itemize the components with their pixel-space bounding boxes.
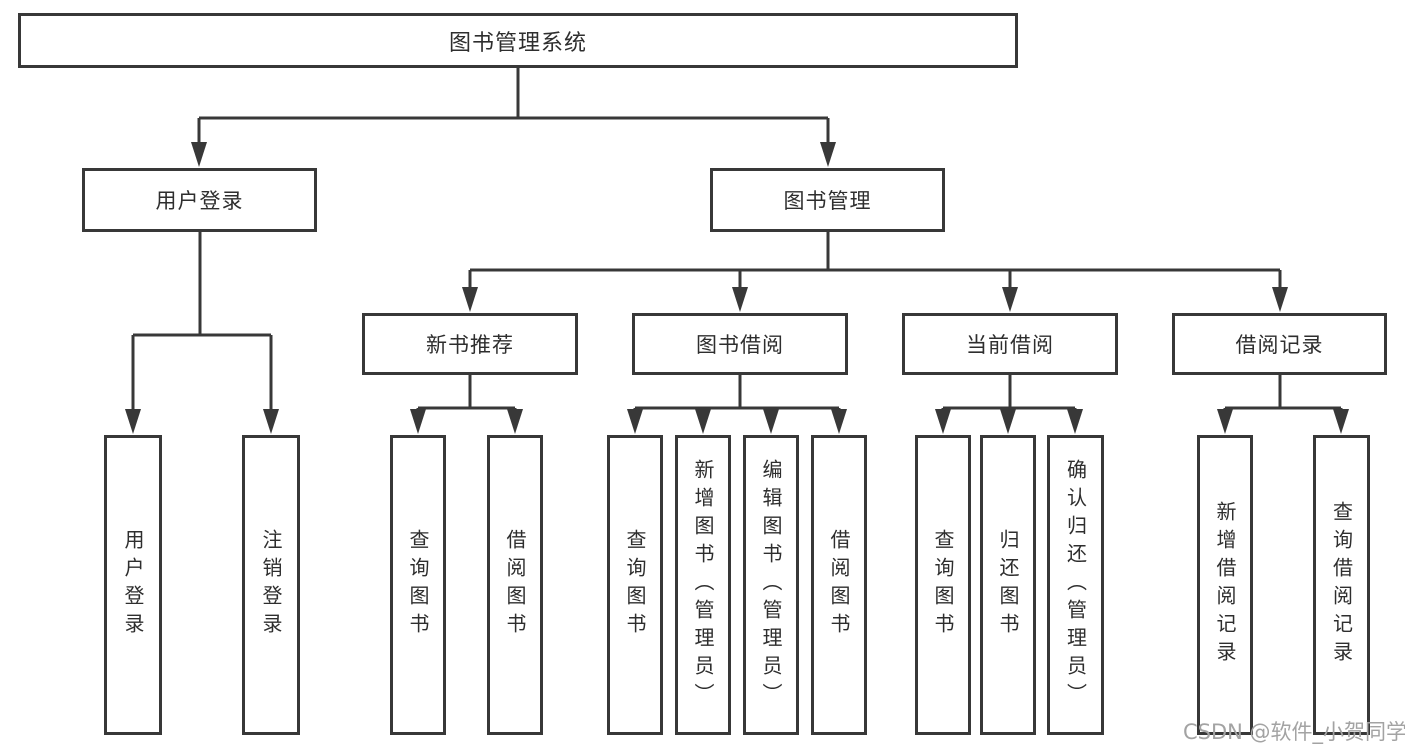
leaf-edit-book-admin-label: 编辑图书（管理员）: [759, 459, 783, 711]
leaf-borrow-books-recommend-label: 借阅图书: [503, 529, 527, 641]
node-user-login: 用户登录: [82, 168, 317, 232]
leaf-borrow-books: 借阅图书: [811, 435, 867, 735]
node-borrow-records-label: 借阅记录: [1235, 333, 1324, 357]
leaf-confirm-return-admin: 确认归还（管理员）: [1047, 435, 1104, 735]
leaf-query-books-recommend: 查询图书: [390, 435, 446, 735]
leaf-query-books-borrow: 查询图书: [607, 435, 663, 735]
leaf-user-login: 用户登录: [104, 435, 162, 735]
leaf-add-borrow-record-label: 新增借阅记录: [1213, 501, 1237, 669]
node-new-book-recommend: 新书推荐: [362, 313, 578, 375]
leaf-query-books-current: 查询图书: [915, 435, 971, 735]
watermark: CSDN @软件_小贺同学: [1183, 720, 1405, 744]
leaf-user-login-label: 用户登录: [121, 529, 145, 641]
node-book-management-label: 图书管理: [783, 189, 872, 213]
leaf-query-borrow-record: 查询借阅记录: [1313, 435, 1370, 735]
leaf-query-books-borrow-label: 查询图书: [623, 529, 647, 641]
leaf-confirm-return-admin-label: 确认归还（管理员）: [1063, 459, 1088, 711]
leaf-borrow-books-recommend: 借阅图书: [487, 435, 543, 735]
leaf-borrow-books-label: 借阅图书: [827, 529, 851, 641]
leaf-edit-book-admin: 编辑图书（管理员）: [743, 435, 799, 735]
node-current-borrow: 当前借阅: [902, 313, 1118, 375]
leaf-add-book-admin-label: 新增图书（管理员）: [691, 459, 715, 711]
node-current-borrow-label: 当前借阅: [966, 333, 1054, 357]
leaf-query-books-current-label: 查询图书: [931, 529, 955, 641]
leaf-query-books-recommend-label: 查询图书: [406, 529, 430, 641]
node-borrow-records: 借阅记录: [1172, 313, 1387, 375]
leaf-logout: 注销登录: [242, 435, 300, 735]
node-user-login-label: 用户登录: [155, 189, 244, 213]
leaf-add-book-admin: 新增图书（管理员）: [675, 435, 731, 735]
leaf-return-books: 归还图书: [980, 435, 1036, 735]
leaf-add-borrow-record: 新增借阅记录: [1197, 435, 1253, 735]
node-book-borrow-label: 图书借阅: [696, 333, 784, 357]
node-book-management: 图书管理: [710, 168, 945, 232]
node-new-book-recommend-label: 新书推荐: [426, 333, 514, 357]
leaf-return-books-label: 归还图书: [996, 529, 1020, 641]
leaf-query-borrow-record-label: 查询借阅记录: [1329, 501, 1354, 669]
node-book-borrow: 图书借阅: [632, 313, 848, 375]
node-library-system: 图书管理系统: [18, 13, 1018, 68]
node-library-system-label: 图书管理系统: [448, 30, 587, 56]
leaf-logout-label: 注销登录: [259, 529, 283, 641]
